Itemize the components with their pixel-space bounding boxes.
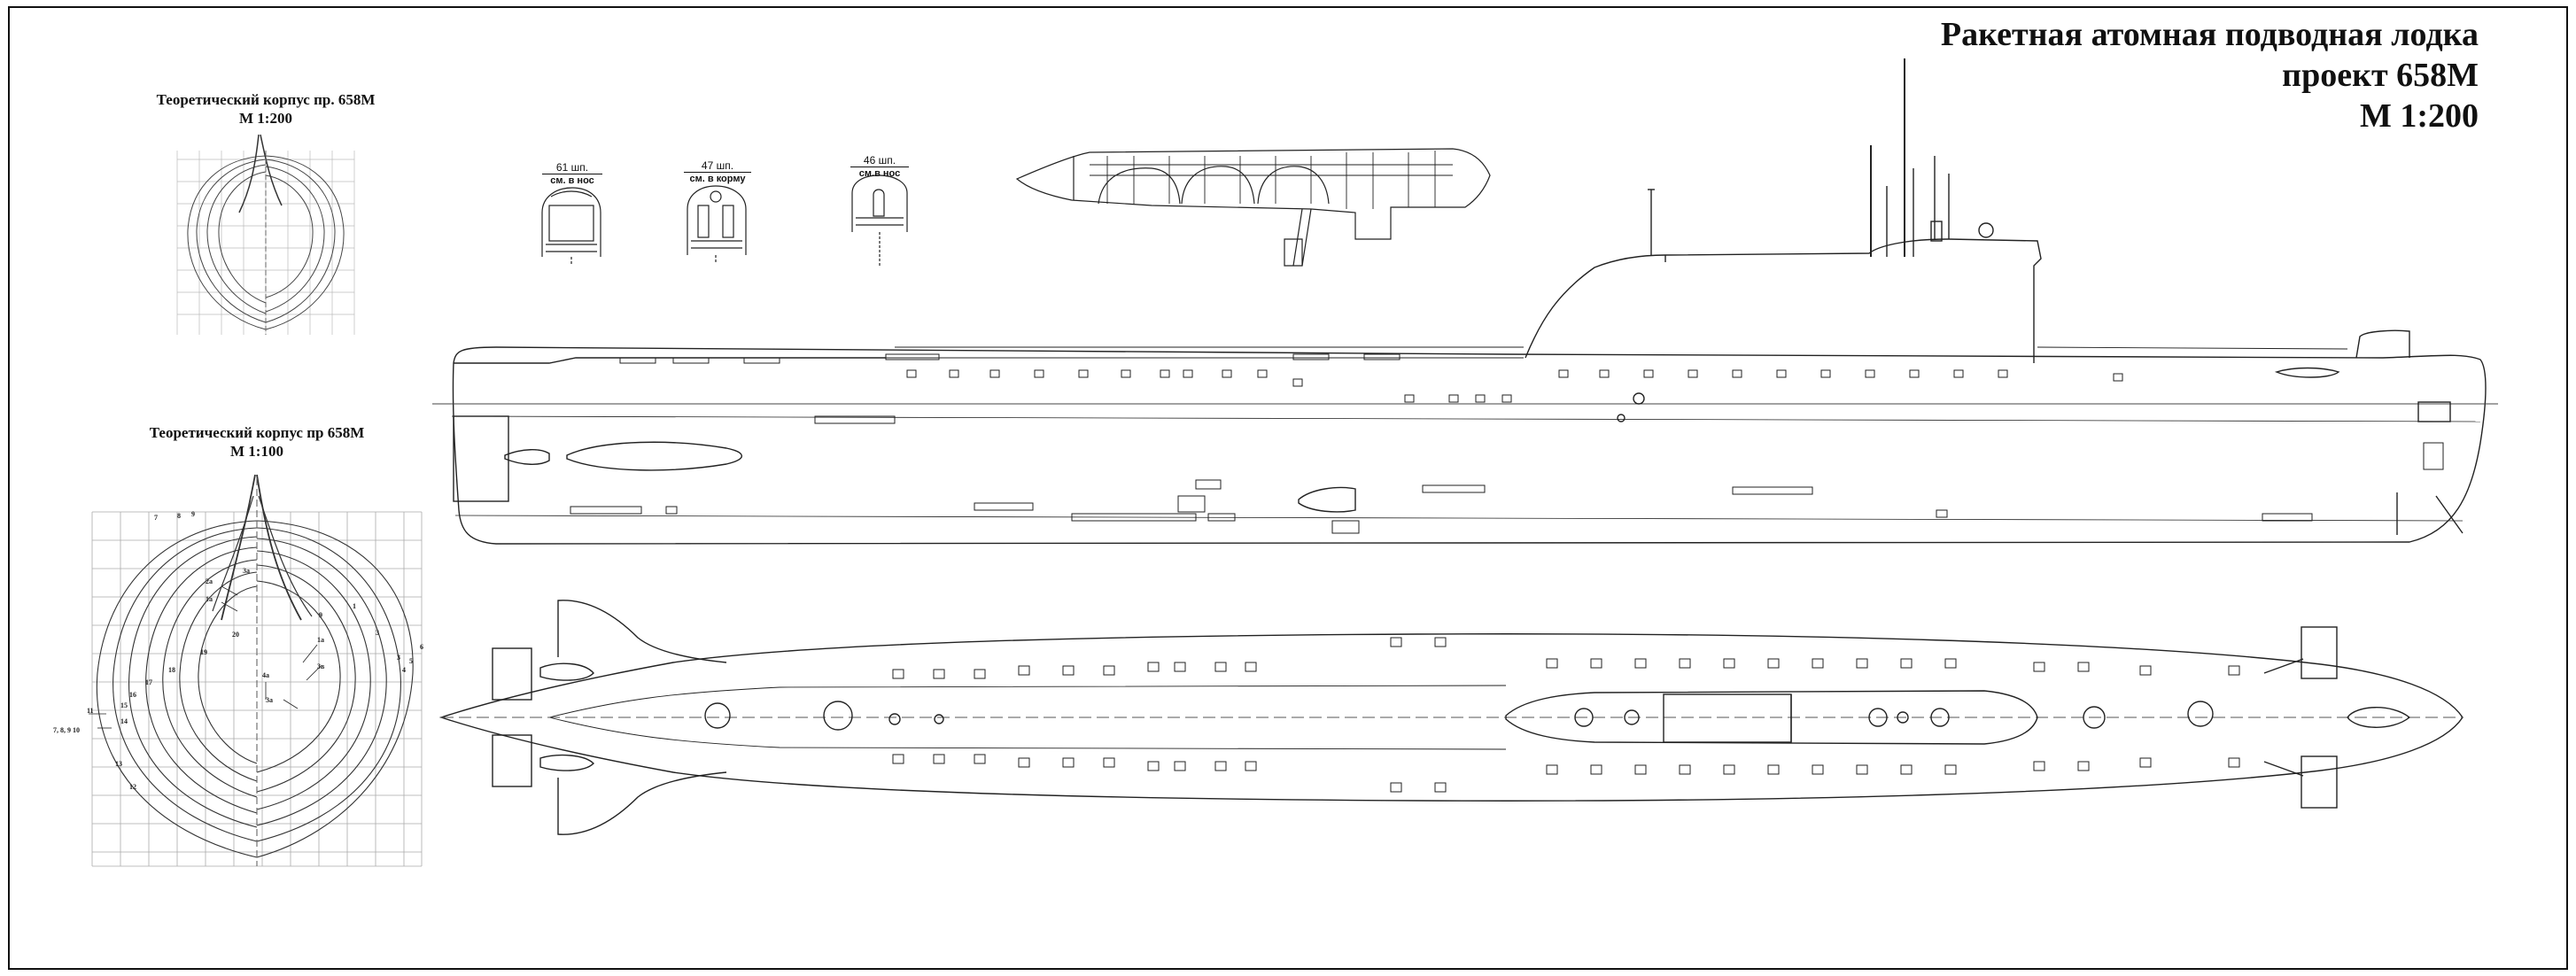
station-label: 20	[232, 631, 239, 639]
section-61-number: 61 шп.	[542, 161, 602, 174]
station-label: 7	[154, 514, 158, 522]
plan-view-sail	[1505, 690, 2038, 745]
station-label: 11	[87, 707, 94, 715]
station-label: 3а	[243, 567, 250, 575]
station-label: 1а	[206, 595, 213, 603]
section-47-direction: см. в корму	[689, 174, 746, 184]
station-label: 15	[120, 701, 128, 709]
station-label: 7, 8, 9 10	[53, 726, 80, 734]
station-label: 8	[177, 512, 181, 520]
station-label: 13	[115, 760, 122, 768]
deck-hatches	[619, 353, 1401, 364]
station-label: 19	[200, 648, 207, 656]
station-label: 4а	[262, 671, 269, 679]
section-61-direction: см. в нос	[550, 175, 594, 186]
side-profile-sail	[1525, 238, 2042, 363]
title-line-2: проект 658М	[2282, 57, 2479, 94]
section-61-caption: 61 шп. см. в нос	[542, 161, 602, 187]
plan-view	[438, 600, 2463, 835]
section-46-caption: 46 шп. см.в нос	[850, 154, 909, 180]
station-label: 3	[376, 629, 379, 637]
station-label: 14	[120, 717, 128, 725]
section-46-direction: см.в нос	[858, 168, 901, 179]
station-label: 1	[353, 602, 356, 610]
station-label: 5	[409, 657, 413, 665]
sheet-frame	[8, 6, 2568, 970]
side-profile-hull	[452, 346, 2487, 545]
side-profile	[432, 58, 2498, 545]
section-47-number: 47 шп.	[684, 159, 751, 173]
section-47-caption: 47 шп. см. в корму	[684, 159, 751, 185]
station-label: 18	[168, 666, 175, 674]
station-label: 16	[129, 691, 136, 699]
station-label: 1а	[317, 636, 324, 644]
section-47-drawing	[687, 185, 747, 262]
body-plan-large-scale: М 1:100	[230, 443, 283, 460]
body-plan-large-title: Теоретический корпус пр 658М	[149, 424, 365, 441]
section-46-number: 46 шп.	[850, 154, 909, 167]
station-label: 4	[402, 666, 406, 674]
cutaway-section	[1015, 148, 1491, 267]
body-plan-small	[176, 134, 355, 335]
side-profile-ports	[570, 369, 2444, 534]
body-plan-small-caption: Теоретический корпус пр. 658М М 1:200	[124, 90, 407, 128]
body-plan-large-curves	[96, 474, 414, 866]
station-label: 17	[145, 678, 152, 686]
title-line-3: М 1:200	[2359, 97, 2479, 135]
station-label: 9	[191, 510, 195, 518]
section-61-drawing	[541, 187, 601, 266]
section-46-drawing	[851, 174, 908, 266]
station-label: 2а	[206, 577, 213, 585]
station-label: 3в	[317, 662, 325, 670]
body-plan-large-leaders	[89, 585, 322, 729]
body-plan-large-caption: Теоретический корпус пр 658М М 1:100	[115, 423, 399, 461]
station-label: 9	[319, 611, 322, 619]
body-plan-large	[89, 474, 423, 867]
station-label: 3а	[266, 696, 273, 704]
body-plan-small-scale: М 1:200	[239, 110, 292, 127]
station-label: 6	[420, 643, 423, 651]
station-label: 12	[129, 783, 136, 791]
station-label: 3	[397, 654, 400, 662]
title-line-1: Ракетная атомная подводная лодка	[1940, 16, 2479, 53]
body-plan-small-title: Теоретический корпус пр. 658М	[156, 91, 376, 108]
plan-view-ports	[892, 637, 2240, 793]
title-block: Ракетная атомная подводная лодка проект …	[1941, 14, 2479, 136]
